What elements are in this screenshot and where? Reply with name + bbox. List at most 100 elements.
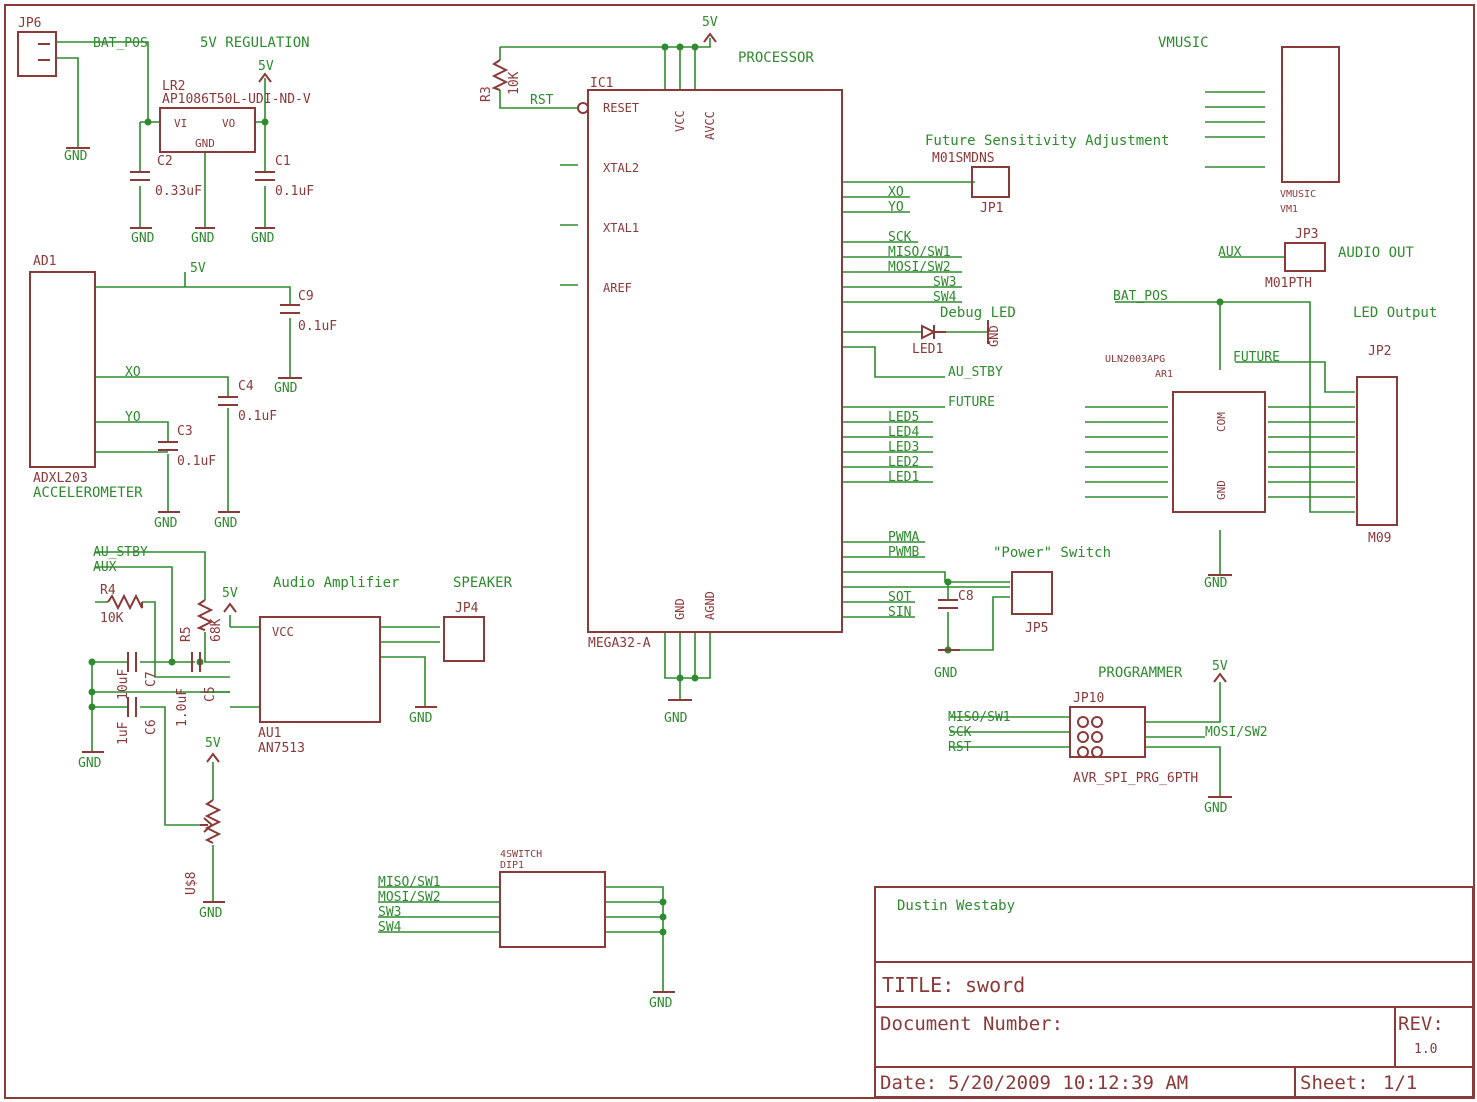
part-jp5: JP5 <box>1025 621 1048 636</box>
gnd-jp6: GND <box>64 149 88 164</box>
title-block-date: 5/20/2009 10:12:39 AM <box>948 1072 1188 1094</box>
net-aux-jp3: AUX <box>1218 245 1242 260</box>
part-c9: C9 <box>298 289 314 304</box>
part-c3: C3 <box>177 424 193 439</box>
au1-vcc: VCC <box>272 625 294 639</box>
gnd-lr2: GND <box>191 231 215 246</box>
net-5v-accel: 5V <box>190 261 206 276</box>
net-bat-pos-uln: BAT_POS <box>1113 289 1168 304</box>
gnd-c2: GND <box>131 231 155 246</box>
ic1-vcc: VCC <box>673 110 687 132</box>
gnd-pot: GND <box>199 906 223 921</box>
part-us8: U$8 <box>184 872 199 895</box>
gnd-c4: GND <box>214 516 238 531</box>
part-c4-value: 0.1uF <box>238 409 277 424</box>
part-vm1: VM1 <box>1280 204 1298 215</box>
net-sw3: SW3 <box>933 275 956 290</box>
part-r4: R4 <box>100 583 116 598</box>
ic1-xtal1: XTAL1 <box>603 221 639 235</box>
gnd-amp: GND <box>409 711 433 726</box>
ic1-agnd: AGND <box>703 591 717 620</box>
part-c5: C5 <box>203 686 218 702</box>
part-led1: LED1 <box>912 342 943 357</box>
gnd-ic1: GND <box>664 711 688 726</box>
part-r3: R3 <box>479 86 494 102</box>
net-mosi-sw2: MOSI/SW2 <box>888 260 951 275</box>
gnd-programmer: GND <box>1204 801 1228 816</box>
gnd-c3: GND <box>154 516 178 531</box>
part-lr2-vo: VO <box>222 117 235 130</box>
net-xo-proc: XO <box>888 185 904 200</box>
part-ar1-value: ULN2003APG <box>1105 354 1165 365</box>
net-mosi-dip: MOSI/SW2 <box>378 890 441 905</box>
title-block-date-label: Date: <box>880 1072 937 1094</box>
title-block-rev-label: REV: <box>1398 1013 1444 1035</box>
part-r3-value: 10K <box>507 71 522 95</box>
part-jp10-value: AVR_SPI_PRG_6PTH <box>1073 771 1198 786</box>
net-future-uln: FUTURE <box>1233 350 1280 365</box>
led1-gnd: GND <box>987 325 1001 347</box>
ar1-com: COM <box>1215 412 1228 432</box>
net-xo-accel: XO <box>125 365 141 380</box>
net-5v-pot: 5V <box>205 736 221 751</box>
ic1-avcc: AVCC <box>703 111 717 140</box>
label-power-switch: "Power" Switch <box>993 545 1111 561</box>
part-dip1: DIP1 <box>500 860 524 871</box>
ar1-gnd: GND <box>1215 480 1228 500</box>
net-sin: SIN <box>888 605 911 620</box>
part-jp2-value: M09 <box>1368 531 1391 546</box>
net-5v-programmer: 5V <box>1212 659 1228 674</box>
net-miso-dip: MISO/SW1 <box>378 875 441 890</box>
part-jp3: JP3 <box>1295 227 1318 242</box>
part-r4-value: 10K <box>100 611 124 626</box>
net-5v-processor: 5V <box>702 15 718 30</box>
gnd-c9: GND <box>274 381 298 396</box>
ground-symbols <box>66 147 1232 993</box>
part-ar1: AR1 <box>1155 369 1173 380</box>
label-speaker: SPEAKER <box>453 575 513 591</box>
title-block-sheet-label: Sheet: <box>1300 1072 1369 1094</box>
title-block-author: Dustin Westaby <box>897 898 1015 914</box>
net-au-stby-amp: AU_STBY <box>93 545 148 560</box>
net-sot: SOT <box>888 590 912 605</box>
net-yo-accel: YO <box>125 410 141 425</box>
part-au1-value: AN7513 <box>258 741 305 756</box>
title-block-sheet: 1/1 <box>1383 1072 1417 1094</box>
net-miso-prog: MISO/SW1 <box>948 710 1011 725</box>
ic1-xtal2: XTAL2 <box>603 161 639 175</box>
part-au1: AU1 <box>258 726 281 741</box>
label-audio-out: AUDIO OUT <box>1338 245 1414 261</box>
supply-arrows <box>206 32 1227 763</box>
title-block-rev: 1.0 <box>1414 1042 1437 1057</box>
wires <box>57 38 1355 992</box>
part-jp1-value: M01SMDNS <box>932 151 995 166</box>
part-dip1-value: 4SWITCH <box>500 849 542 860</box>
part-c7: C7 <box>144 671 159 687</box>
net-sck: SCK <box>888 230 912 245</box>
part-lr2: LR2 <box>162 79 185 94</box>
part-c9-value: 0.1uF <box>298 319 337 334</box>
net-5v-regulator: 5V <box>258 59 274 74</box>
net-rst-prog: RST <box>948 740 972 755</box>
part-jp4: JP4 <box>455 601 479 616</box>
net-mosi-prog: MOSI/SW2 <box>1205 725 1268 740</box>
part-c1-value: 0.1uF <box>275 184 314 199</box>
label-audio-amplifier: Audio Amplifier <box>273 575 399 591</box>
net-led1: LED1 <box>888 470 919 485</box>
label-regulation: 5V REGULATION <box>200 35 310 51</box>
net-led5: LED5 <box>888 410 919 425</box>
part-ad1-value: ADXL203 <box>33 471 88 486</box>
net-led4: LED4 <box>888 425 919 440</box>
part-c2: C2 <box>157 154 173 169</box>
part-r5: R5 <box>179 626 194 642</box>
part-c6-value: 1uF <box>116 721 131 745</box>
part-lr2-gnd: GND <box>195 137 215 150</box>
label-led-output: LED Output <box>1353 305 1437 321</box>
net-future: FUTURE <box>948 395 995 410</box>
part-lr2-vi: VI <box>174 117 187 130</box>
part-outlines <box>17 31 1398 948</box>
net-sw3-dip: SW3 <box>378 905 401 920</box>
part-ad1: AD1 <box>33 254 56 269</box>
gnd-audio: GND <box>78 756 102 771</box>
net-aux-amp: AUX <box>93 560 117 575</box>
